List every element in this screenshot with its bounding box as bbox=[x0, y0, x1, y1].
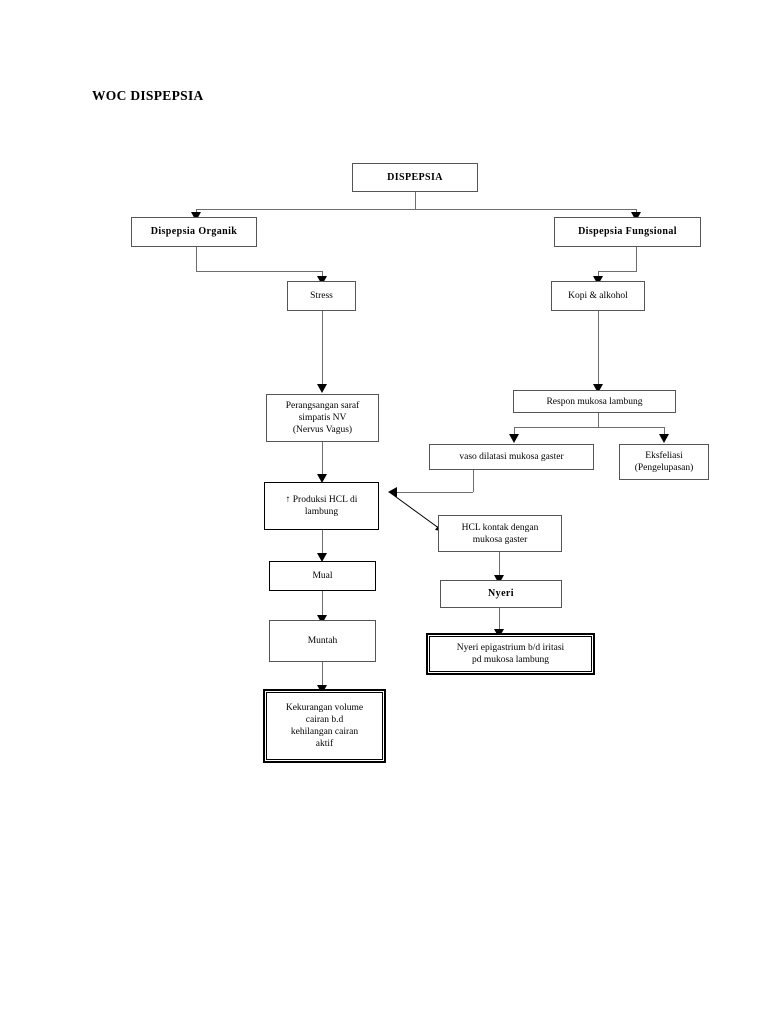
arrowhead-mual bbox=[317, 553, 327, 562]
node-perangsangan-saraf[interactable]: Perangsangan saraf simpatis NV (Nervus V… bbox=[266, 394, 379, 442]
node-diagnosa-kekurangan-volume-cairan-label: Kekurangan volume cairan b.d kehilangan … bbox=[285, 703, 364, 749]
connector-fungsional-rail bbox=[598, 271, 637, 272]
node-diagnosa-nyeri-epigastrium-label: Nyeri epigastrium b/d iritasi pd mukosa … bbox=[456, 643, 565, 665]
page-title: WOC DISPEPSIA bbox=[92, 88, 204, 103]
connector-vaso-stem bbox=[514, 427, 515, 438]
connector-produksi-mual bbox=[322, 530, 323, 558]
connector-stress-perangsangan bbox=[322, 311, 323, 387]
node-nyeri[interactable]: Nyeri bbox=[440, 580, 562, 608]
connector-respon-stem bbox=[598, 413, 599, 427]
connector-mual-muntah bbox=[322, 591, 323, 619]
arrowhead-fungsional bbox=[631, 212, 641, 221]
connector-vaso-rail bbox=[397, 492, 473, 493]
arrowhead-stress bbox=[317, 276, 327, 285]
node-kopi-alkohol[interactable]: Kopi & alkohol bbox=[551, 281, 645, 311]
node-respon-mukosa-lambung[interactable]: Respon mukosa lambung bbox=[513, 390, 676, 413]
connector-vaso-drop bbox=[473, 470, 474, 492]
arrowhead-produksi bbox=[317, 474, 327, 483]
arrowhead-diagnosa-cairan bbox=[317, 685, 327, 694]
arrowhead-perangsangan bbox=[317, 384, 327, 393]
node-hcl-kontak-label: HCL kontak dengan mukosa gaster bbox=[461, 522, 539, 545]
arrowhead-respon bbox=[593, 384, 603, 393]
node-perangsangan-saraf-label: Perangsangan saraf simpatis NV (Nervus V… bbox=[285, 401, 360, 435]
node-mual[interactable]: Mual bbox=[269, 561, 376, 591]
arrowhead-organik bbox=[191, 212, 201, 221]
connector-respon-rail bbox=[514, 427, 664, 428]
node-eksfoliasi[interactable]: Eksfeliasi (Pengelupasan) bbox=[619, 444, 709, 480]
node-stress[interactable]: Stress bbox=[287, 281, 356, 311]
node-diagnosa-kekurangan-volume-cairan[interactable]: Kekurangan volume cairan b.d kehilangan … bbox=[266, 692, 383, 760]
connector-kontak-nyeri bbox=[499, 552, 500, 580]
arrowhead-diagnosa-nyeri bbox=[494, 629, 504, 638]
node-stress-label: Stress bbox=[310, 291, 333, 301]
node-dispepsia-organik[interactable]: Dispepsia Organik bbox=[131, 217, 257, 247]
arrowhead-vaso bbox=[509, 434, 519, 443]
arrowhead-muntah bbox=[317, 615, 327, 624]
node-mual-label: Mual bbox=[312, 571, 333, 581]
arrowhead-kopi bbox=[593, 276, 603, 285]
node-dispepsia-fungsional[interactable]: Dispepsia Fungsional bbox=[554, 217, 701, 247]
connector-dispepsia-rail bbox=[196, 209, 636, 210]
node-produksi-hcl-label: ↑ Produksi HCL di lambung bbox=[285, 495, 358, 517]
node-hcl-kontak[interactable]: HCL kontak dengan mukosa gaster bbox=[438, 515, 562, 552]
arrowhead-nyeri bbox=[494, 575, 504, 584]
node-produksi-hcl[interactable]: ↑ Produksi HCL di lambung bbox=[264, 482, 379, 530]
arrowhead-eksfoliasi bbox=[659, 434, 669, 443]
connector-produksi-kontak bbox=[389, 492, 443, 532]
connector-muntah-diagnosa bbox=[322, 662, 323, 689]
node-dispepsia-fungsional-label: Dispepsia Fungsional bbox=[578, 226, 677, 237]
connector-kopi-respon bbox=[598, 311, 599, 387]
node-muntah-label: Muntah bbox=[307, 636, 338, 646]
connector-dispepsia-stem bbox=[415, 192, 416, 209]
node-muntah[interactable]: Muntah bbox=[269, 620, 376, 662]
connector-fungsional-drop bbox=[636, 247, 637, 271]
node-vaso-dilatasi[interactable]: vaso dilatasi mukosa gaster bbox=[429, 444, 594, 470]
node-nyeri-label: Nyeri bbox=[488, 588, 514, 599]
node-dispepsia-label: DISPEPSIA bbox=[387, 171, 443, 183]
connector-nyeri-diagnosa bbox=[499, 608, 500, 633]
node-eksfoliasi-label: Eksfeliasi (Pengelupasan) bbox=[634, 451, 694, 473]
node-dispepsia[interactable]: DISPEPSIA bbox=[352, 163, 478, 192]
node-diagnosa-nyeri-epigastrium[interactable]: Nyeri epigastrium b/d iritasi pd mukosa … bbox=[429, 636, 592, 672]
node-vaso-dilatasi-label: vaso dilatasi mukosa gaster bbox=[459, 452, 564, 462]
connector-eksfoliasi-stem bbox=[664, 427, 665, 438]
node-kopi-alkohol-label: Kopi & alkohol bbox=[568, 291, 628, 301]
connector-perangsangan-produksi bbox=[322, 442, 323, 478]
node-dispepsia-organik-label: Dispepsia Organik bbox=[150, 226, 238, 237]
node-respon-mukosa-lambung-label: Respon mukosa lambung bbox=[546, 396, 643, 407]
connector-organik-drop bbox=[196, 247, 197, 271]
connector-organik-rail bbox=[196, 271, 322, 272]
arrowhead-produksi-right bbox=[388, 487, 397, 497]
